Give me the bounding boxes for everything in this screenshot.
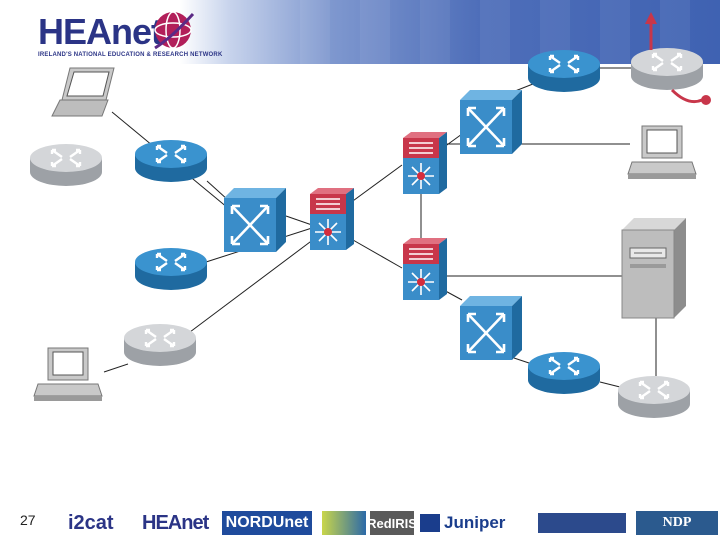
router-blue-icon[interactable] (526, 48, 602, 94)
arrow-cable-icon (670, 88, 711, 105)
heanet-logo: HEAnet IRELAND'S NATIONAL EDUCATION & RE… (38, 11, 223, 59)
page-number: 27 (20, 512, 36, 528)
logo-nordunet: NORDUnet (222, 511, 312, 535)
atm-switch-icon[interactable] (222, 186, 288, 254)
logo-ndp-text: NDP (662, 515, 692, 530)
layer3-switch-icon[interactable] (402, 131, 448, 195)
link-router-atm (206, 180, 229, 201)
logo-rediris: RedIRIS (367, 511, 417, 535)
logo-government (538, 513, 626, 533)
logo-text: HEAnet (38, 11, 163, 52)
workstation-icon[interactable] (627, 125, 697, 180)
router-gray-icon[interactable] (122, 322, 198, 368)
logo-juniper-text: Juniper (444, 513, 506, 532)
router-gray-icon[interactable] (28, 142, 104, 188)
logo-heanet: HEAnet (142, 508, 209, 538)
router-blue-icon[interactable] (133, 138, 209, 184)
logo-i2cat: i2cat (68, 508, 114, 538)
logo-wave-icon (322, 511, 366, 535)
logo-tagline: IRELAND'S NATIONAL EDUCATION & RESEARCH … (38, 52, 223, 58)
layer3-switch-icon[interactable] (402, 237, 448, 301)
logo-heanet-text: HEAnet (142, 511, 209, 534)
logo-i2cat-text: i2cat (68, 511, 114, 534)
juniper-square-icon (420, 514, 440, 532)
link-atm-center (285, 215, 313, 226)
globe-icon (154, 11, 195, 50)
router-gray-icon[interactable] (616, 374, 692, 420)
link-pc-routergray (103, 363, 129, 373)
file-server-icon[interactable] (621, 217, 687, 319)
laptop-icon[interactable] (51, 67, 115, 117)
workstation-icon[interactable] (33, 347, 103, 402)
link-routergray-center (189, 235, 319, 333)
logo-juniper: Juniper (420, 508, 505, 538)
link-center-upper (345, 164, 403, 207)
router-blue-icon[interactable] (526, 350, 602, 396)
link-center-lower (345, 235, 403, 269)
arrow-up-icon (645, 12, 657, 50)
logo-nordunet-text: NORDUnet (225, 514, 309, 531)
sponsor-logos: i2cat HEAnet NORDUnet RedIRIS Juniper ND… (60, 508, 720, 538)
logo-ndp: NDP (636, 511, 718, 535)
atm-switch-icon[interactable] (458, 294, 524, 362)
links (103, 67, 657, 389)
router-blue-icon[interactable] (133, 246, 209, 292)
logo-rediris-text: RedIRIS (367, 515, 417, 531)
atm-switch-icon[interactable] (458, 88, 524, 156)
router-gray-icon[interactable] (629, 46, 705, 92)
layer3-switch-icon[interactable] (309, 187, 355, 251)
